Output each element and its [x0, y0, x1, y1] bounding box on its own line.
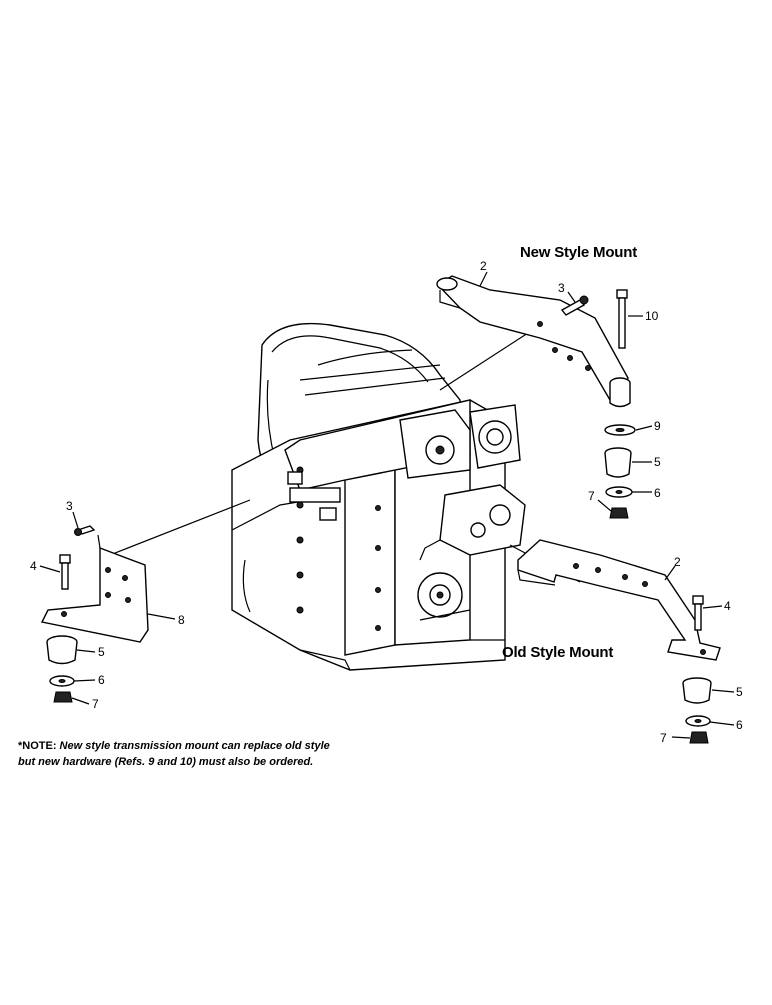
callout-left-isolator: 5 [98, 645, 105, 659]
new-style-mount-heading: New Style Mount [520, 244, 638, 261]
note-lead: *NOTE: [18, 740, 57, 752]
callout-old-washer: 6 [736, 718, 743, 732]
callout-leaders [39, 271, 735, 739]
callout-new-washer-9: 9 [654, 419, 661, 433]
note-line-1: *NOTE: New style transmission mount can … [18, 738, 378, 754]
callout-new-isolator: 5 [654, 455, 661, 469]
new-style-mount [436, 275, 636, 519]
callout-labels: 2 3 10 9 5 6 7 3 4 8 5 6 7 2 4 5 6 7 [30, 259, 743, 745]
callout-left-nut: 7 [92, 697, 99, 711]
callout-new-washer-6: 6 [654, 486, 661, 500]
callout-new-bolt: 10 [645, 309, 659, 323]
callout-left-screw: 3 [66, 499, 73, 513]
callout-left-washer: 6 [98, 673, 105, 687]
callout-new-bracket: 2 [480, 259, 487, 273]
callout-old-bolt: 4 [724, 599, 731, 613]
note-line-2: but new hardware (Refs. 9 and 10) must a… [18, 756, 314, 768]
note-text-1: New style transmission mount can replace… [56, 740, 330, 752]
callout-new-screw: 3 [558, 281, 565, 295]
callout-old-isolator: 5 [736, 685, 743, 699]
callout-left-bolt: 4 [30, 559, 37, 573]
note-block: *NOTE: New style transmission mount can … [18, 738, 378, 770]
old-style-mount [517, 539, 721, 744]
case-bolt-row [296, 466, 381, 631]
callout-left-bracket: 8 [178, 613, 185, 627]
callout-old-nut: 7 [660, 731, 667, 745]
callout-old-bracket: 2 [674, 555, 681, 569]
callout-new-nut: 7 [588, 489, 595, 503]
old-style-mount-heading: Old Style Mount [502, 644, 614, 661]
left-mount [40, 525, 149, 703]
transmission-housing [231, 322, 526, 671]
